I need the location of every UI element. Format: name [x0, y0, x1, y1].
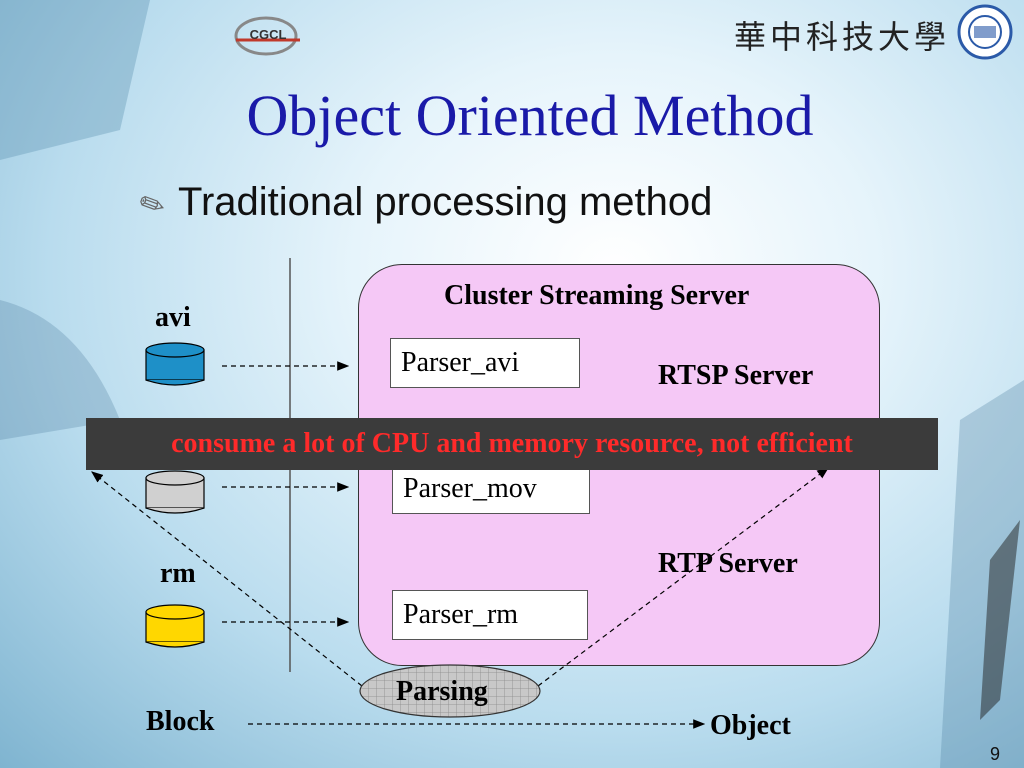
- page-number: 9: [990, 744, 1001, 764]
- avi-cylinder: [145, 342, 205, 386]
- parsing-to-object-arrow: [537, 467, 829, 687]
- mov-cylinder: [145, 470, 205, 514]
- warning-banner: consume a lot of CPU and memory resource…: [86, 418, 938, 470]
- server-title: Cluster Streaming Server: [444, 280, 750, 311]
- avi-label: avi: [155, 302, 191, 333]
- bullet-text: Traditional processing method: [178, 180, 713, 224]
- parser-mov-box: Parser_mov: [392, 464, 590, 514]
- hust-seal-logo: [957, 4, 1013, 60]
- parsing-ellipse: [359, 664, 541, 718]
- rtsp-server-label: RTSP Server: [658, 360, 814, 391]
- cgcl-logo: CGCL: [234, 16, 300, 56]
- object-label: Object: [710, 710, 791, 741]
- parser-avi-box: Parser_avi: [390, 338, 580, 388]
- svg-text:CGCL: CGCL: [250, 27, 287, 42]
- parser-rm-box: Parser_rm: [392, 590, 588, 640]
- parsing-to-block-arrow: [91, 471, 363, 687]
- parsing-label: Parsing: [396, 676, 488, 707]
- rtp-server-label: RTP Server: [658, 548, 798, 579]
- block-label: Block: [146, 706, 215, 737]
- rm-label: rm: [160, 558, 196, 589]
- slide-title: Object Oriented Method: [246, 83, 814, 148]
- university-name: 華中科技大學: [734, 18, 951, 56]
- rm-cylinder: [145, 604, 205, 648]
